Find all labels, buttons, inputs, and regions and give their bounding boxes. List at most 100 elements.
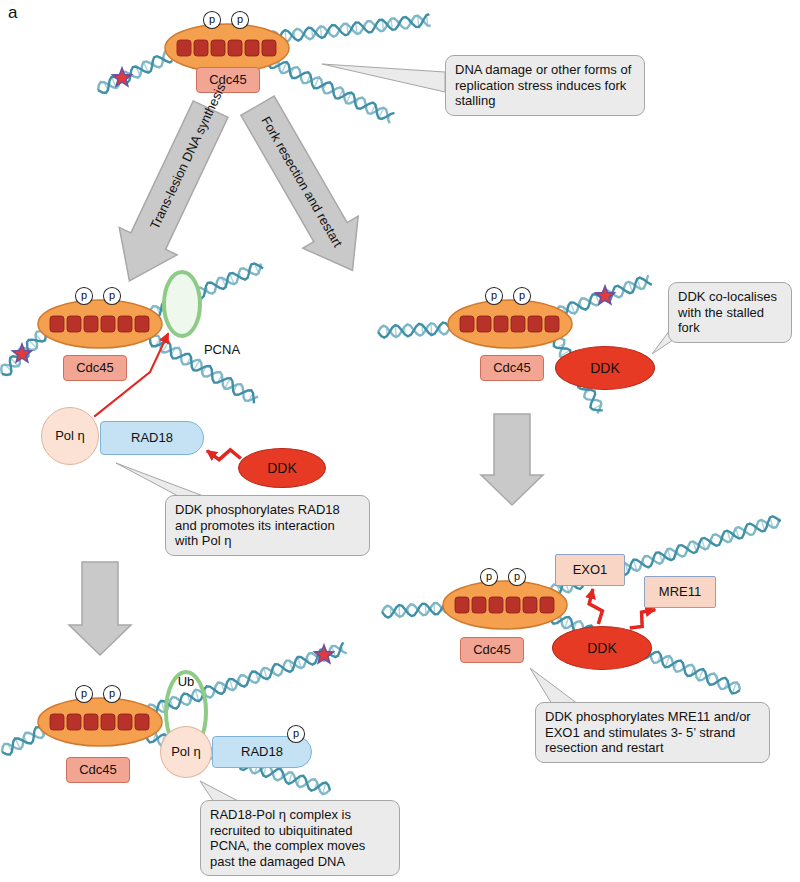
mcm-helicase xyxy=(165,24,289,72)
dna-strand xyxy=(556,275,648,314)
node-label: Cdc45 xyxy=(493,360,531,376)
dna-strand xyxy=(550,616,740,693)
mcm-subunit xyxy=(118,316,132,332)
mcm-ring xyxy=(38,300,162,348)
phosphorylation-bolt xyxy=(589,589,602,624)
dna-helix xyxy=(2,727,44,754)
mcm-subunit xyxy=(455,597,469,613)
nuclease-box: MRE11 xyxy=(644,576,716,608)
callout-box: RAD18-Pol η complex is recruited to ubiq… xyxy=(200,800,400,876)
node-label: p xyxy=(293,727,299,740)
mcm-subunit xyxy=(50,714,64,730)
phosphate-circle: p xyxy=(103,287,122,305)
kinase-oval: DDK xyxy=(555,346,655,390)
arrow-outline xyxy=(230,90,380,287)
mcm-subunit xyxy=(511,316,525,332)
callout-box: DDK phosphorylates MRE11 and/or EXO1 and… xyxy=(535,702,770,763)
node-label: p xyxy=(109,687,115,700)
callout-tail xyxy=(322,64,445,92)
node-label: DDK phosphorylates MRE11 and/or EXO1 and… xyxy=(545,709,760,756)
mcm-subunit xyxy=(494,316,508,332)
polymerase-circle: Pol η xyxy=(160,726,212,778)
kinase-oval: DDK xyxy=(552,626,652,670)
node-label: p xyxy=(81,289,87,302)
mcm-subunit xyxy=(67,714,81,730)
ring-shape xyxy=(162,270,202,338)
dna-strand xyxy=(2,727,44,754)
mcm-subunit xyxy=(50,316,64,332)
mcm-ring xyxy=(448,300,572,348)
node-label: p xyxy=(514,570,520,583)
protein-ring: PCNA xyxy=(162,270,202,338)
node-label: DNA damage or other forms of replication… xyxy=(455,62,635,109)
node-label: RAD18 xyxy=(131,430,173,446)
phosphate-circle: p xyxy=(203,11,222,29)
phosphate-circle: p xyxy=(287,725,306,743)
dna-helix xyxy=(378,323,452,338)
dna-helix xyxy=(150,336,258,404)
node-label: Pol η xyxy=(55,428,85,444)
node-label: DDK phosphorylates RAD18 and promotes it… xyxy=(175,502,360,549)
phosphate-circle: p xyxy=(480,568,499,586)
callout-tail xyxy=(200,781,240,802)
mcm-subunit xyxy=(228,40,242,56)
panel-letter: a xyxy=(8,3,17,23)
mcm-helicase xyxy=(448,300,572,348)
kinase-oval: DDK xyxy=(238,448,326,488)
callout-box: DNA damage or other forms of replication… xyxy=(445,55,645,116)
mcm-subunit xyxy=(135,316,149,332)
callout-box: DDK phosphorylates RAD18 and promotes it… xyxy=(165,495,370,556)
mcm-subunit xyxy=(477,316,491,332)
damage-star xyxy=(314,645,333,663)
node-label: EXO1 xyxy=(573,562,608,578)
phosphate-circle: p xyxy=(508,568,527,586)
mcm-subunit xyxy=(118,714,132,730)
node-label: RAD18-Pol η complex is recruited to ubiq… xyxy=(210,807,390,869)
damage-star xyxy=(112,68,131,86)
pathway-arrow xyxy=(481,414,543,505)
phosphate-circle: p xyxy=(231,11,250,29)
pathway-arrow: Trans-lesion DNA synthesis xyxy=(100,95,239,294)
node-label: DDK xyxy=(267,460,297,477)
damage-star xyxy=(12,344,31,362)
mcm-subunit xyxy=(262,40,276,56)
mcm-subunit xyxy=(523,597,537,613)
dna-strand xyxy=(2,332,46,375)
node-label: Cdc45 xyxy=(473,642,511,658)
callout-box: DDK co-localises with the stalled fork xyxy=(668,282,792,343)
phosphorylation-bolt xyxy=(207,450,241,460)
node-label: Cdc45 xyxy=(76,360,114,376)
mcm-subunit xyxy=(472,597,486,613)
node-label: DDK xyxy=(590,360,620,377)
node-label: Cdc45 xyxy=(79,762,117,778)
mcm-helicase xyxy=(38,300,162,348)
dna-strand xyxy=(1,331,45,374)
mcm-subunit xyxy=(528,316,542,332)
node-label: Ub xyxy=(178,674,195,690)
phosphate-circle: p xyxy=(485,287,504,305)
dna-strand xyxy=(378,323,452,338)
mcm-subunit xyxy=(67,316,81,332)
dna-strand xyxy=(150,338,254,403)
mcm-subunit xyxy=(135,714,149,730)
nuclease-box: EXO1 xyxy=(555,554,625,586)
dna-strand xyxy=(378,323,452,337)
dna-helix xyxy=(98,51,172,93)
phosphate-circle: p xyxy=(103,685,122,703)
dna-helix xyxy=(550,613,740,694)
mcm-ring xyxy=(443,581,567,629)
dna-strand xyxy=(382,603,446,617)
dna-helix xyxy=(556,275,652,317)
phosphate-circle: p xyxy=(513,287,532,305)
mcm-subunit xyxy=(84,714,98,730)
polymerase-circle: Pol η xyxy=(41,407,99,465)
dna-helix xyxy=(1,331,46,375)
node-label: MRE11 xyxy=(659,584,701,600)
cdc45-box: Cdc45 xyxy=(480,355,544,381)
mcm-helicase xyxy=(38,698,162,746)
mcm-ring xyxy=(38,698,162,746)
node-label: p xyxy=(486,570,492,583)
dna-helix xyxy=(382,603,446,618)
mcm-subunit xyxy=(460,316,474,332)
mcm-subunit xyxy=(84,316,98,332)
